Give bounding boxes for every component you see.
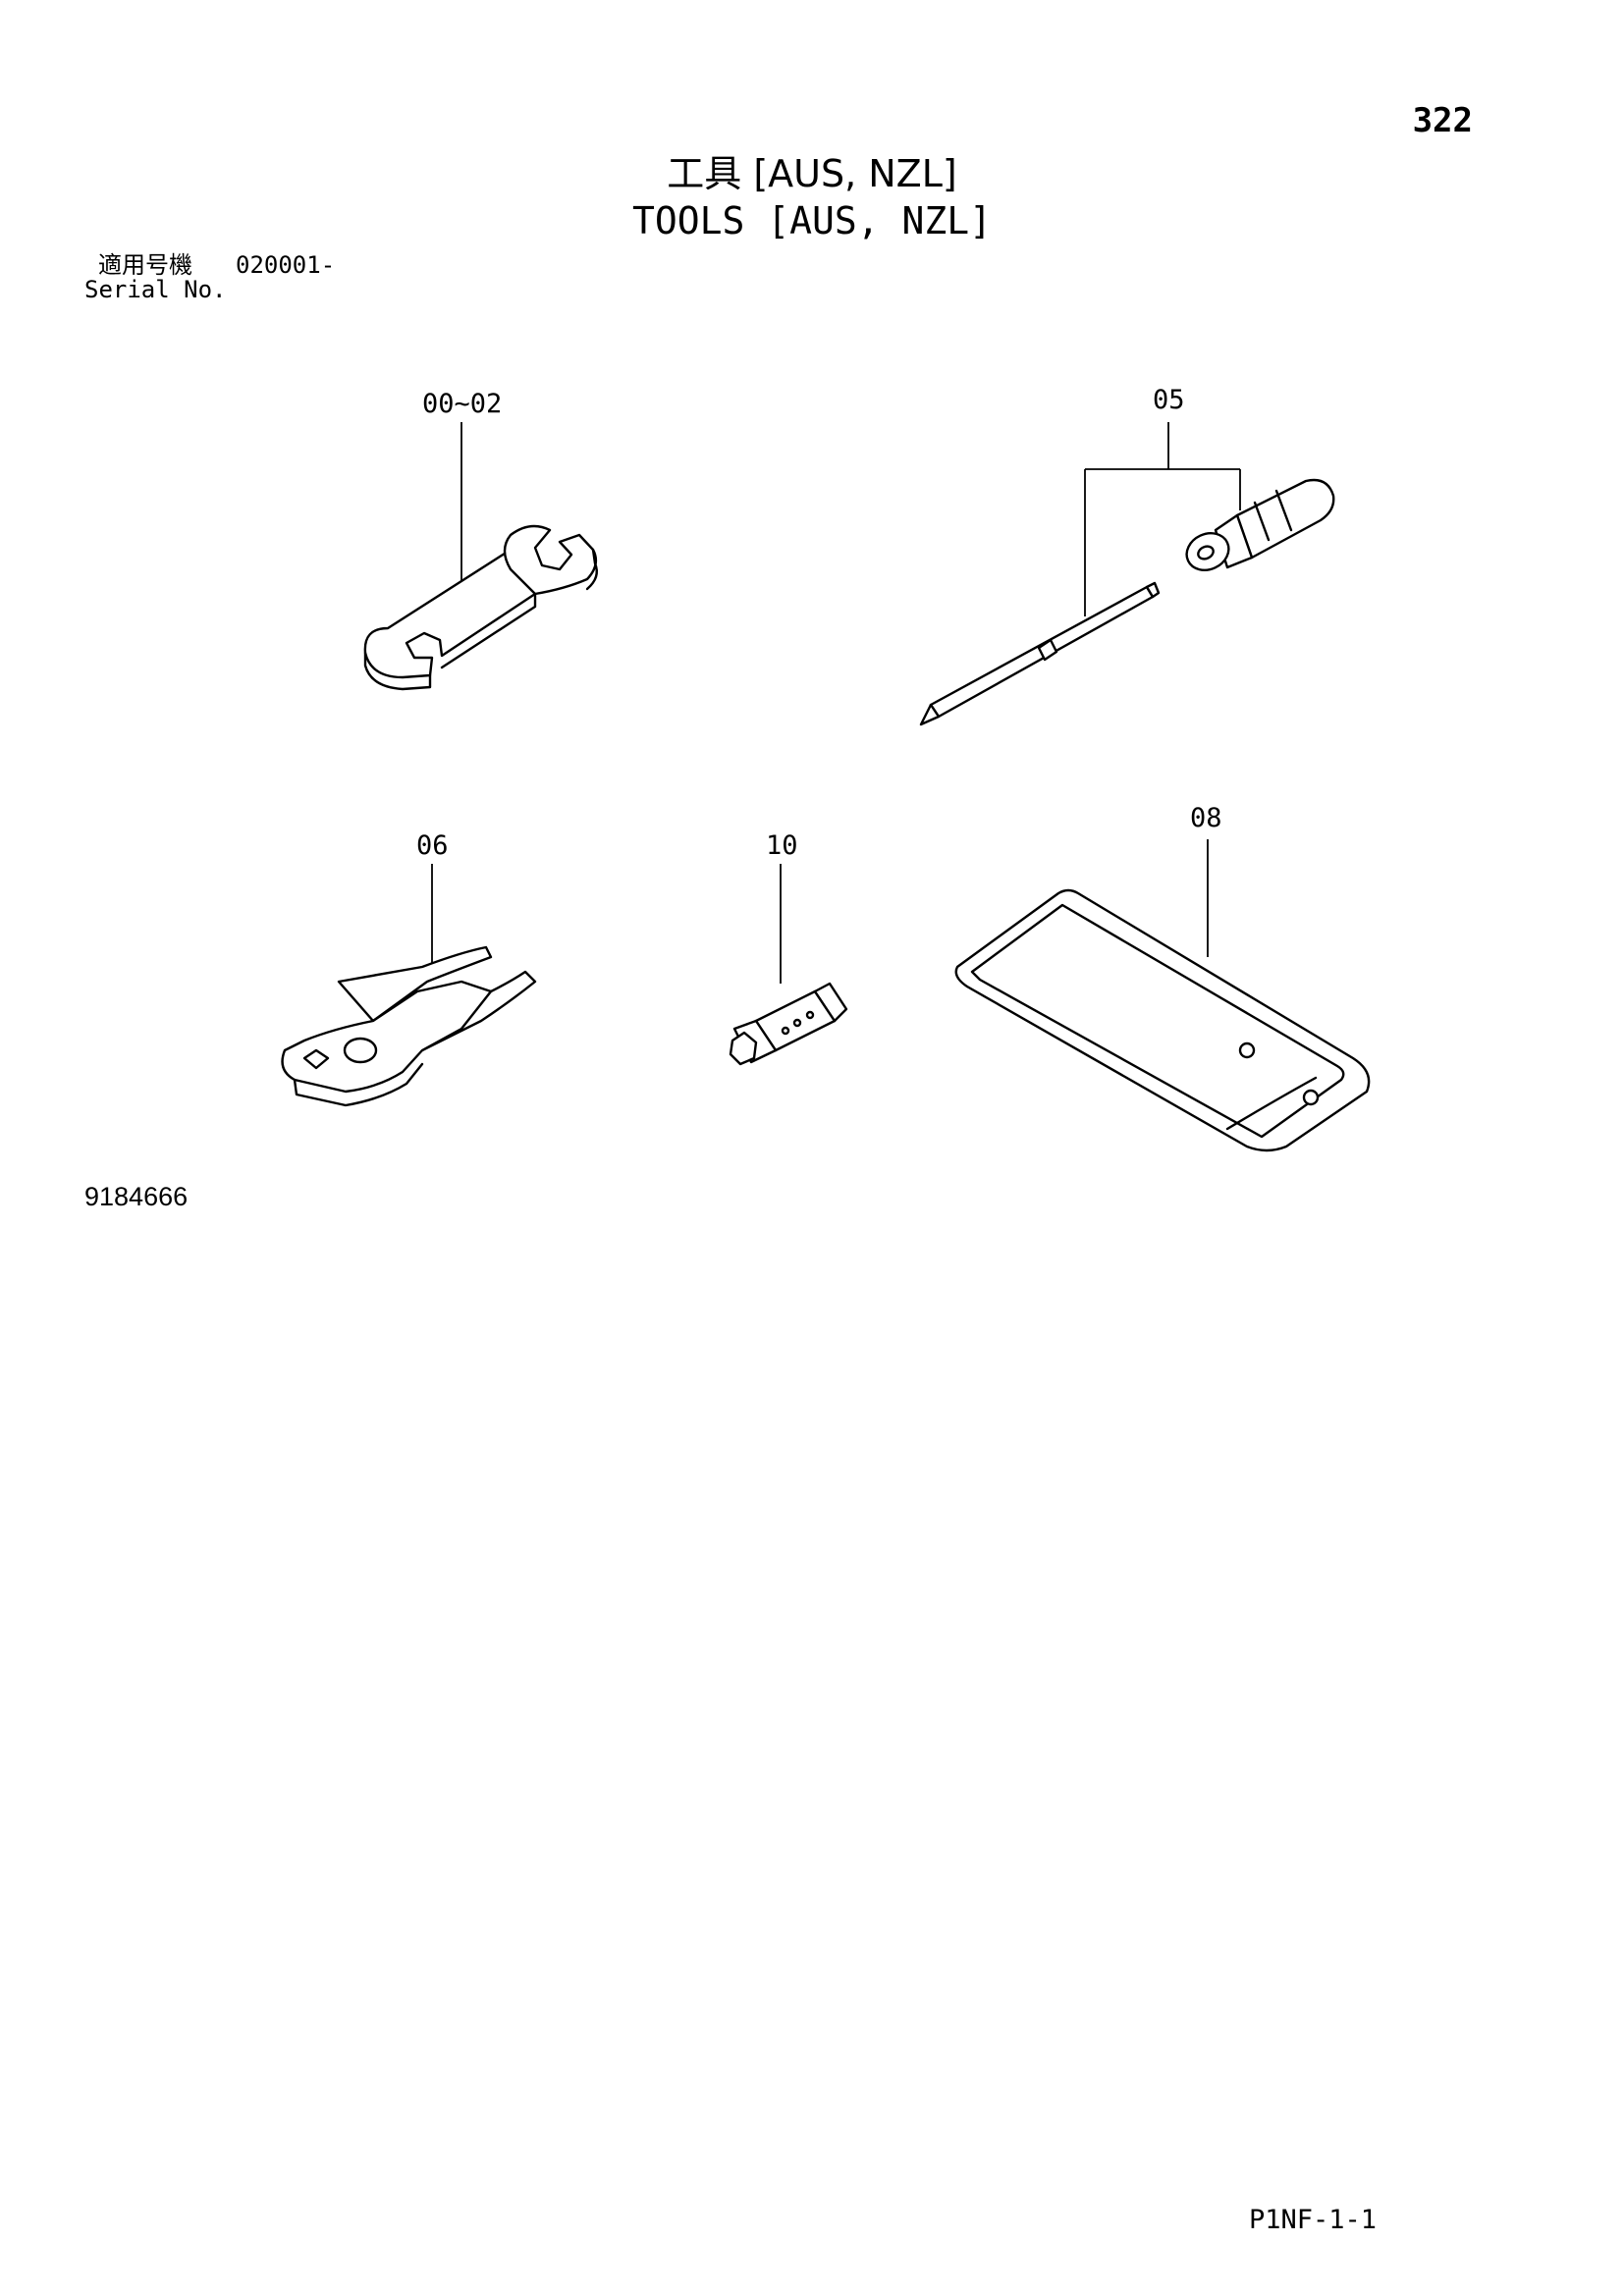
serial-label-english: Serial No. [84, 276, 227, 303]
page-title-english: TOOLS [AUS, NZL] [631, 199, 993, 242]
wrench-icon [363, 422, 598, 691]
callout-tool-bag: 08 [1190, 803, 1222, 833]
callout-wrench: 00~02 [422, 389, 503, 419]
page-title-japanese: 工具 [AUS, NZL] [667, 152, 957, 195]
drawing-number: 9184666 [84, 1182, 189, 1211]
page-number: 322 [1412, 101, 1473, 140]
pliers-icon [281, 864, 537, 1107]
callout-socket-adapter: 10 [766, 830, 798, 861]
tool-bag-icon [954, 839, 1371, 1152]
serial-label-japanese: 適用号機 [98, 251, 192, 279]
callout-pliers: 06 [416, 830, 449, 861]
callout-screwdriver: 05 [1153, 385, 1185, 415]
screwdriver-icon [919, 422, 1335, 726]
serial-number-range: 020001- [236, 251, 336, 279]
socket-adapter-icon [729, 864, 848, 1066]
footer-code: P1NF-1-1 [1249, 2205, 1378, 2235]
